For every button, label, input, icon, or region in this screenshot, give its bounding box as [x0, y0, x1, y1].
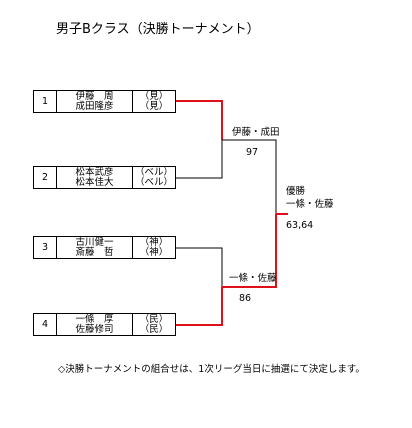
semi2-winner: 一條・佐藤 [229, 273, 277, 284]
bracket-line-1 [176, 100, 223, 140]
entry-1: 1 伊藤 周 成田隆彦 （見） （見） [33, 90, 176, 113]
page-title: 男子Bクラス（決勝トーナメント） [56, 22, 260, 37]
team-name: （見） [139, 100, 169, 112]
bracket-line-4 [176, 287, 223, 326]
player-name: 佐藤修司 [75, 323, 114, 335]
player-name: 松本武彦 [75, 166, 114, 178]
bracket-line-2 [176, 140, 223, 179]
player-name: 一條 厚 [75, 313, 114, 325]
entry-4: 4 一條 厚 佐藤修司 （民） （民） [33, 313, 176, 336]
player-name: 古川健一 [75, 236, 114, 248]
player-name: 成田隆彦 [75, 100, 114, 112]
bracket-line-semi2 [222, 214, 277, 288]
final-label: 優勝 [286, 186, 306, 197]
final-winner: 一條・佐藤 [286, 199, 334, 210]
semi1-score: 97 [246, 147, 259, 158]
team-name: （民） [139, 323, 169, 335]
seed-number: 4 [34, 314, 57, 335]
entry-2: 2 松本武彦 松本佳大 （ベル） （ベル） [33, 166, 176, 189]
footnote: ◇決勝トーナメントの組合せは、1次リーグ当日に抽選にて決定します。 [58, 364, 365, 375]
bracket-line-3 [176, 247, 223, 287]
semi2-score: 86 [239, 293, 252, 304]
team-name: （ベル） [134, 176, 173, 188]
seed-number: 2 [34, 167, 57, 188]
entry-3: 3 古川健一 斎藤 哲 （神） （神） [33, 236, 176, 259]
team-name: （見） [139, 90, 169, 102]
player-name: 松本佳大 [75, 176, 114, 188]
team-name: （民） [139, 313, 169, 325]
final-score: 63,64 [286, 220, 314, 231]
player-name: 伊藤 周 [75, 90, 114, 102]
team-name: （神） [139, 236, 169, 248]
seed-number: 3 [34, 237, 57, 258]
team-name: （ベル） [134, 166, 173, 178]
bracket-line-semi1 [222, 139, 277, 214]
seed-number: 1 [34, 91, 57, 112]
team-name: （神） [139, 246, 169, 258]
semi1-winner: 伊藤・成田 [232, 127, 280, 138]
player-name: 斎藤 哲 [75, 246, 114, 258]
